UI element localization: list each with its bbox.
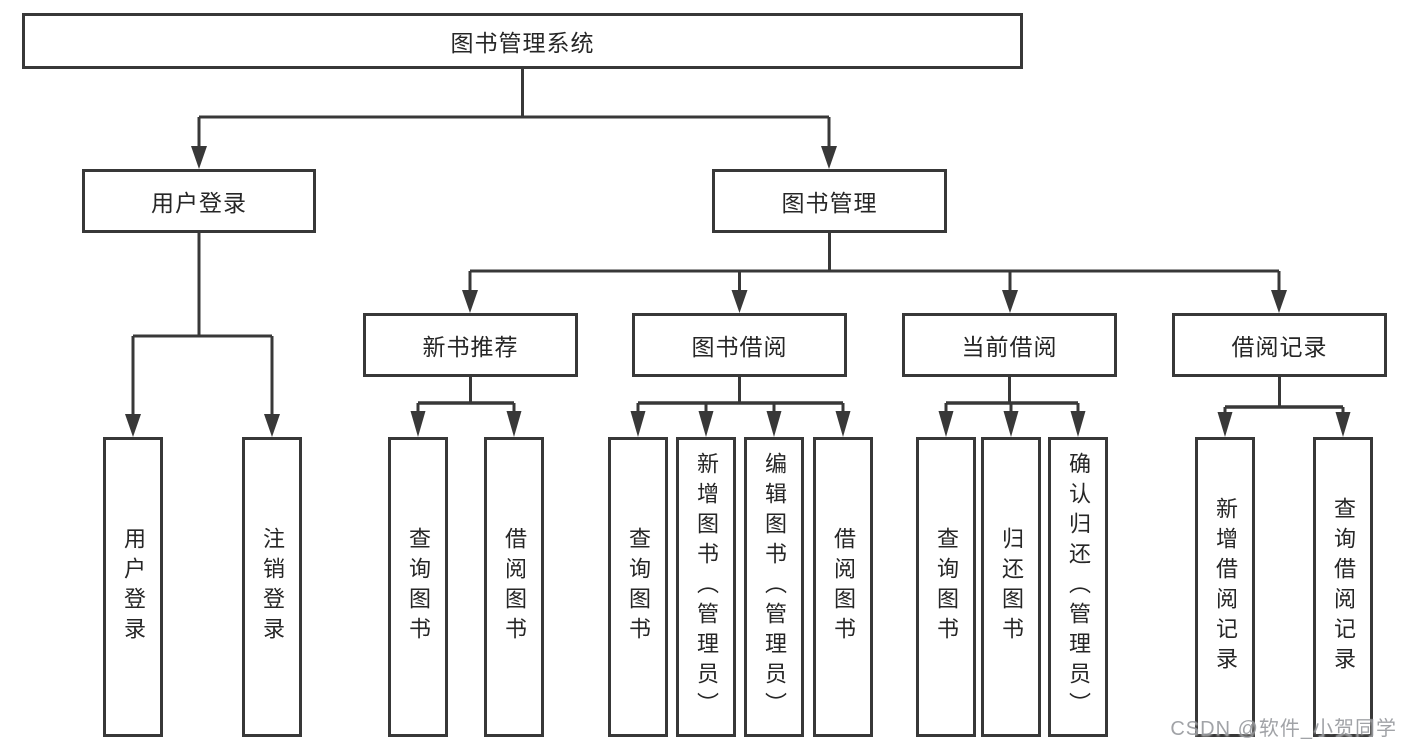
node-book-borrow: 图书借阅 (632, 313, 847, 377)
node-book-management: 图书管理 (712, 169, 947, 233)
node-book-borrow-label: 图书借阅 (691, 334, 788, 360)
leaf-borrow-books-label: 借阅图书 (831, 527, 856, 647)
node-library-system: 图书管理系统 (22, 13, 1023, 69)
connector-borrow-records-split (1217, 377, 1351, 437)
node-current-borrow: 当前借阅 (902, 313, 1117, 377)
leaf-add-borrow-record-label: 新增借阅记录 (1213, 497, 1238, 677)
node-new-book-recommend-label: 新书推荐 (422, 334, 519, 360)
leaf-query-books-current: 查询图书 (916, 437, 976, 737)
node-user-login: 用户登录 (82, 169, 316, 233)
watermark: CSDN @软件_小贺同学 (1170, 718, 1397, 740)
leaf-add-books-admin: 新增图书（管理员） (676, 437, 736, 737)
connector-book-mgmt-split (462, 233, 1287, 313)
leaf-add-books-admin-label: 新增图书（管理员） (694, 452, 719, 722)
leaf-user-login-label: 用户登录 (121, 527, 146, 647)
node-new-book-recommend: 新书推荐 (363, 313, 578, 377)
leaf-query-borrow-record-label: 查询借阅记录 (1331, 497, 1356, 677)
connector-book-borrow-split (630, 377, 851, 437)
leaf-return-books-label: 归还图书 (999, 527, 1024, 647)
connector-root-split (191, 69, 837, 169)
leaf-query-books-current-label: 查询图书 (934, 527, 959, 647)
node-borrow-records-label: 借阅记录 (1231, 334, 1328, 360)
leaf-borrow-books-recommend-label: 借阅图书 (502, 527, 527, 647)
leaf-return-books: 归还图书 (981, 437, 1041, 737)
leaf-confirm-return-admin-label: 确认归还（管理员） (1066, 452, 1091, 722)
node-borrow-records: 借阅记录 (1172, 313, 1387, 377)
connector-user-login-split (125, 233, 280, 437)
leaf-query-books-recommend-label: 查询图书 (406, 527, 431, 647)
node-library-system-label: 图书管理系统 (450, 30, 595, 56)
connector-new-book-rec-split (410, 377, 522, 437)
leaf-borrow-books-recommend: 借阅图书 (484, 437, 544, 737)
leaf-borrow-books: 借阅图书 (813, 437, 873, 737)
leaf-logout: 注销登录 (242, 437, 302, 737)
leaf-user-login: 用户登录 (103, 437, 163, 737)
leaf-query-books-borrow-label: 查询图书 (626, 527, 651, 647)
leaf-query-books-borrow: 查询图书 (608, 437, 668, 737)
node-current-borrow-label: 当前借阅 (961, 334, 1058, 360)
leaf-logout-label: 注销登录 (260, 527, 285, 647)
leaf-edit-books-admin-label: 编辑图书（管理员） (762, 452, 787, 722)
leaf-add-borrow-record: 新增借阅记录 (1195, 437, 1255, 737)
node-book-management-label: 图书管理 (781, 190, 878, 216)
leaf-edit-books-admin: 编辑图书（管理员） (744, 437, 804, 737)
connector-current-borrow-split (938, 377, 1086, 437)
leaf-confirm-return-admin: 确认归还（管理员） (1048, 437, 1108, 737)
leaf-query-books-recommend: 查询图书 (388, 437, 448, 737)
leaf-query-borrow-record: 查询借阅记录 (1313, 437, 1373, 737)
node-user-login-label: 用户登录 (151, 190, 247, 216)
